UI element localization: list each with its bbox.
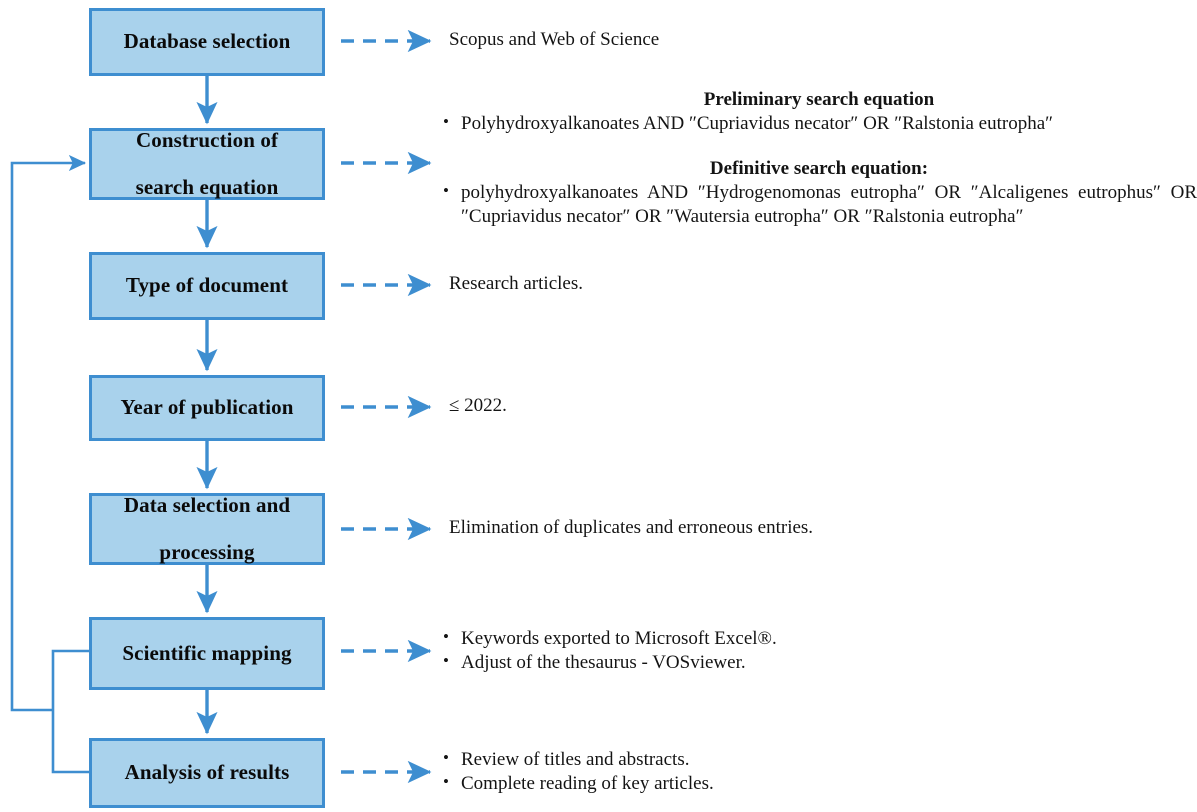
- definitive-search-heading: Definitive search equation:: [709, 157, 929, 179]
- annotation-scientific-mapping: Keywords exported to Microsoft Excel®. A…: [441, 626, 1061, 676]
- list-item: polyhydroxyalkanoates AND ″Hydrogenomona…: [441, 180, 1197, 230]
- preliminary-search-heading: Preliminary search equation: [703, 89, 935, 110]
- analysis-of-results-list: Review of titles and abstracts. Complete…: [441, 747, 1061, 797]
- node-label: Type of document: [125, 273, 289, 298]
- node-scientific-mapping[interactable]: Scientific mapping: [89, 617, 325, 690]
- list-item: Keywords exported to Microsoft Excel®.: [441, 626, 1061, 651]
- node-construction-of-search-equation[interactable]: Construction of search equation: [89, 128, 325, 200]
- node-type-of-document[interactable]: Type of document: [89, 252, 325, 320]
- annotation-type-of-document: Research articles.: [449, 272, 969, 296]
- feedback-from-analysis-of-results: [51, 710, 89, 774]
- node-label: Scientific mapping: [122, 640, 292, 665]
- feedback-to-construction: [10, 154, 87, 712]
- feedback-from-scientific-mapping: [51, 649, 89, 710]
- node-year-of-publication[interactable]: Year of publication: [89, 375, 325, 441]
- annotation-text: Scopus and Web of Science: [449, 29, 660, 50]
- annotation-text: Research articles.: [449, 273, 583, 294]
- scientific-mapping-list: Keywords exported to Microsoft Excel®. A…: [441, 626, 1061, 676]
- node-label-line2: search equation: [135, 174, 279, 199]
- node-label: Analysis of results: [124, 760, 290, 785]
- node-database-selection[interactable]: Database selection: [89, 8, 325, 76]
- annotation-text: ≤ 2022.: [449, 395, 507, 416]
- node-label-line1: Construction of: [135, 127, 279, 152]
- node-data-selection-and-processing[interactable]: Data selection and processing: [89, 493, 325, 565]
- node-label: Year of publication: [120, 395, 294, 420]
- node-label-line2: processing: [159, 539, 255, 564]
- annotation-year-of-publication: ≤ 2022.: [449, 394, 969, 418]
- node-label-line1: Data selection and: [123, 492, 291, 517]
- preliminary-search-list: Polyhydroxyalkanoates AND ″Cupriavidus n…: [441, 111, 1197, 136]
- annotation-text: Elimination of duplicates and erroneous …: [449, 517, 814, 538]
- list-item: Polyhydroxyalkanoates AND ″Cupriavidus n…: [441, 111, 1197, 136]
- annotation-data-selection: Elimination of duplicates and erroneous …: [449, 516, 1069, 540]
- list-item: Complete reading of key articles.: [441, 771, 1061, 796]
- list-item: Adjust of the thesaurus - VOSviewer.: [441, 650, 1061, 675]
- annotation-analysis-of-results: Review of titles and abstracts. Complete…: [441, 747, 1061, 797]
- definitive-search-list: polyhydroxyalkanoates AND ″Hydrogenomona…: [441, 180, 1197, 230]
- node-label: Database selection: [123, 29, 291, 54]
- node-analysis-of-results[interactable]: Analysis of results: [89, 738, 325, 808]
- annotation-database-selection: Scopus and Web of Science: [449, 28, 969, 52]
- annotation-search-equation: Preliminary search equation Polyhydroxya…: [441, 88, 1197, 230]
- list-item: Review of titles and abstracts.: [441, 747, 1061, 772]
